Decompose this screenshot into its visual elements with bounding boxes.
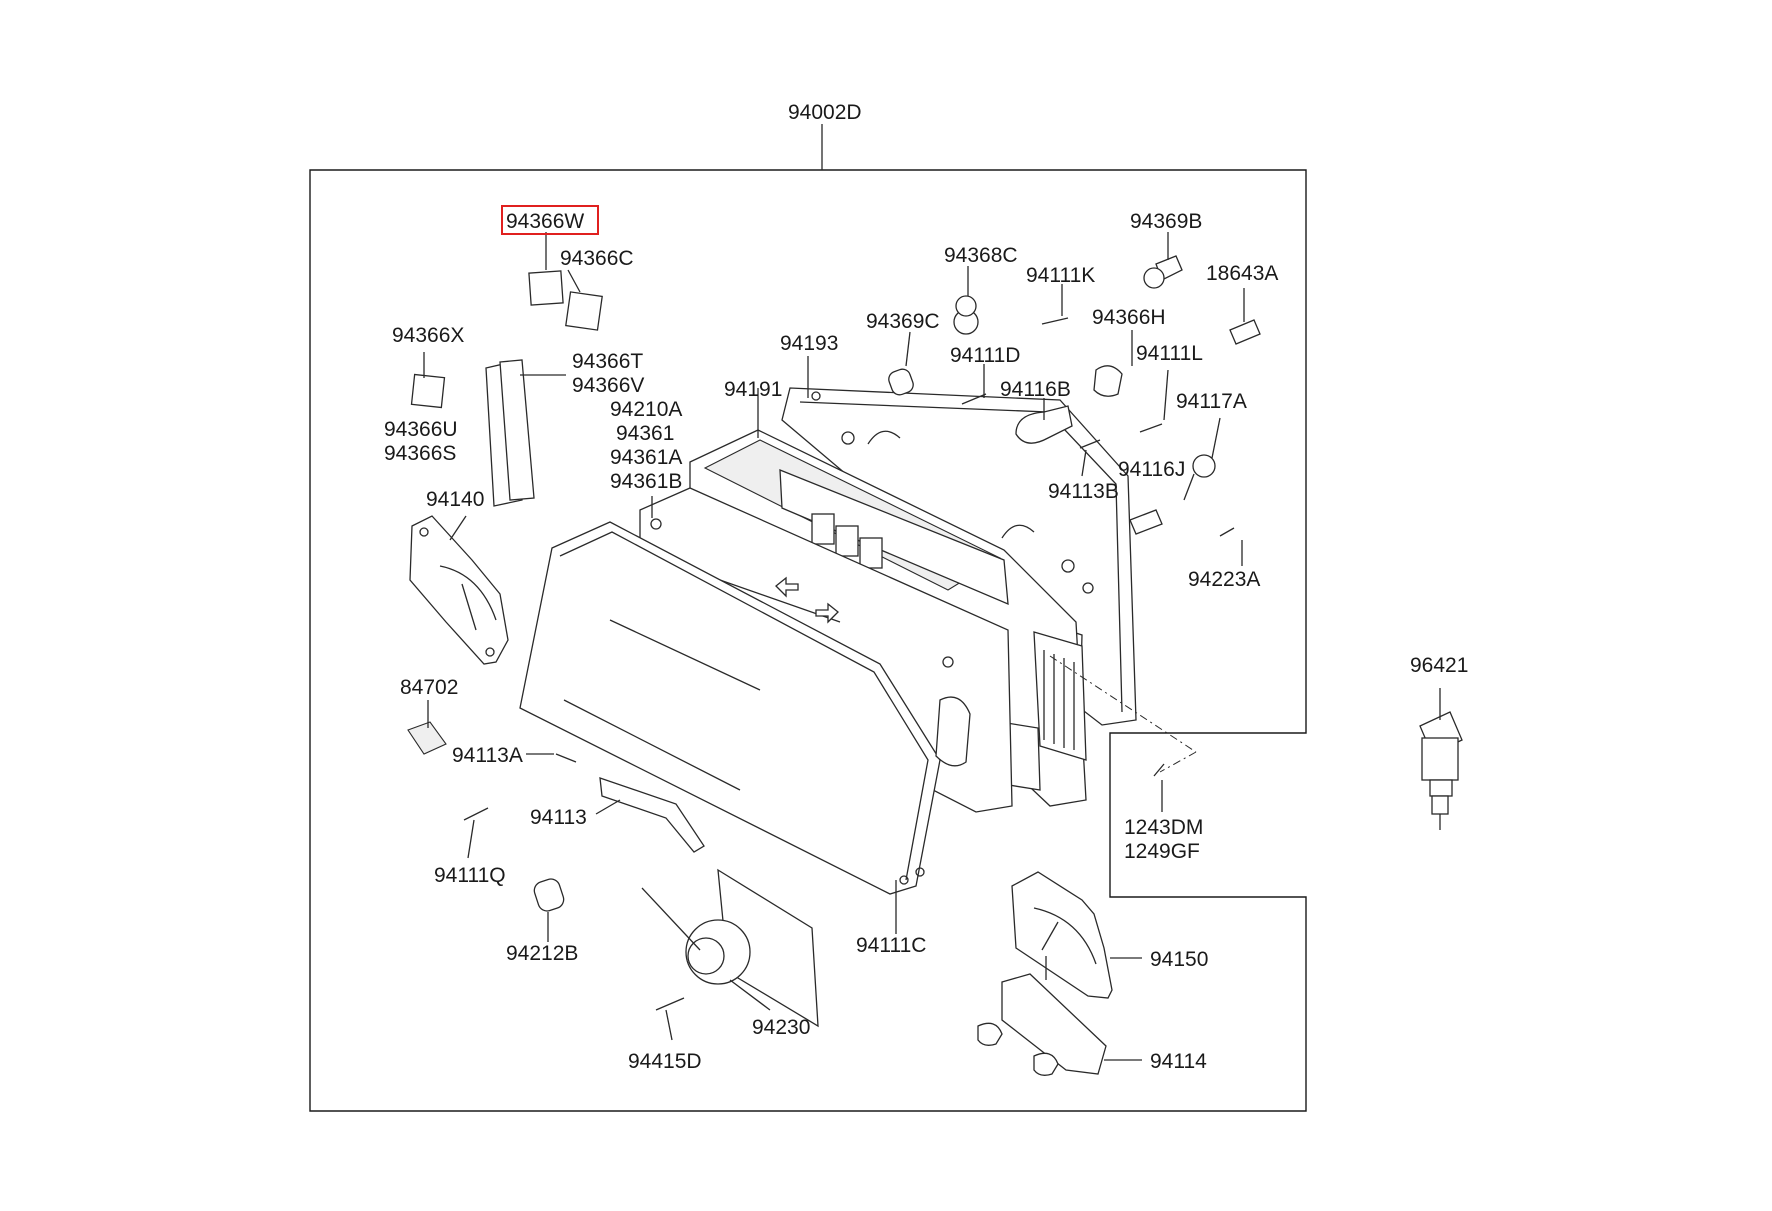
callout-94191[interactable]: 94191: [724, 378, 782, 401]
assembly-frame: [309, 124, 1307, 1112]
callout-94366X[interactable]: 94366X: [392, 324, 464, 347]
leader-lines: [423, 232, 1441, 1061]
callout-94230[interactable]: 94230: [752, 1016, 810, 1039]
callout-18643A[interactable]: 18643A: [1206, 262, 1278, 285]
callout-94111K[interactable]: 94111K: [1026, 264, 1095, 287]
callout-94150[interactable]: 94150: [1150, 948, 1208, 971]
bulbs-sockets: [533, 255, 1261, 912]
callout-94368C[interactable]: 94368C: [944, 244, 1018, 267]
callout-94116J[interactable]: 94116J: [1118, 458, 1185, 481]
cluster-lens: [519, 521, 971, 895]
callout-labels: 94002D 94366W 94366C 94366X 94366T 94366…: [384, 101, 1468, 1073]
callout-84702[interactable]: 84702: [400, 676, 458, 699]
bracket-94113: [599, 777, 705, 853]
callout-94361A[interactable]: 94361A: [610, 446, 682, 469]
speed-sensor-96421: [1419, 711, 1463, 830]
callout-94361B[interactable]: 94361B: [610, 470, 682, 493]
speedometer-94150: [1011, 871, 1113, 999]
callout-94212B[interactable]: 94212B: [506, 942, 578, 965]
assembly-label: 94002D: [788, 101, 862, 124]
fuel-gauge-94140: [409, 515, 509, 665]
callout-94113[interactable]: 94113: [530, 806, 587, 829]
callout-94193[interactable]: 94193: [780, 332, 838, 355]
callout-94114[interactable]: 94114: [1150, 1050, 1207, 1073]
callout-94140[interactable]: 94140: [426, 488, 484, 511]
callout-94116B[interactable]: 94116B: [1000, 378, 1071, 401]
callout-94366T[interactable]: 94366T: [572, 350, 643, 373]
callout-94111C[interactable]: 94111C: [856, 934, 926, 957]
callout-94366U[interactable]: 94366U: [384, 418, 458, 441]
callout-94117A[interactable]: 94117A: [1176, 390, 1247, 413]
callout-94113B[interactable]: 94113B: [1048, 480, 1119, 503]
callout-94223A[interactable]: 94223A: [1188, 568, 1260, 591]
callout-1249GF[interactable]: 1249GF: [1124, 840, 1200, 863]
callout-94415D[interactable]: 94415D: [628, 1050, 702, 1073]
callout-94366H[interactable]: 94366H: [1092, 306, 1166, 329]
callout-94366S[interactable]: 94366S: [384, 442, 456, 465]
callout-94111Q[interactable]: 94111Q: [434, 864, 506, 887]
callout-94111D[interactable]: 94111D: [950, 344, 1020, 367]
callout-94210A[interactable]: 94210A: [610, 398, 682, 421]
callout-94111L[interactable]: 94111L: [1136, 342, 1203, 365]
callout-94366V[interactable]: 94366V: [572, 374, 644, 397]
lamp-board-94114: [977, 973, 1107, 1076]
tachometer-94230: [641, 868, 819, 1028]
callout-1243DM[interactable]: 1243DM: [1124, 816, 1203, 839]
leader-dash-lines: [1049, 655, 1197, 773]
callout-94369B[interactable]: 94369B: [1130, 210, 1202, 233]
callout-94361[interactable]: 94361: [616, 422, 674, 445]
callout-96421[interactable]: 96421: [1410, 654, 1468, 677]
callout-94366W[interactable]: 94366W: [506, 210, 584, 233]
screws-hardware: [463, 317, 1235, 1011]
connector-clip-84702: [407, 721, 447, 755]
warning-lamp-cards: [410, 270, 603, 507]
selected-part-highlight: [501, 205, 599, 235]
callout-94366C[interactable]: 94366C: [560, 247, 634, 270]
callout-94113A[interactable]: 94113A: [452, 744, 523, 767]
callout-94369C[interactable]: 94369C: [866, 310, 940, 333]
